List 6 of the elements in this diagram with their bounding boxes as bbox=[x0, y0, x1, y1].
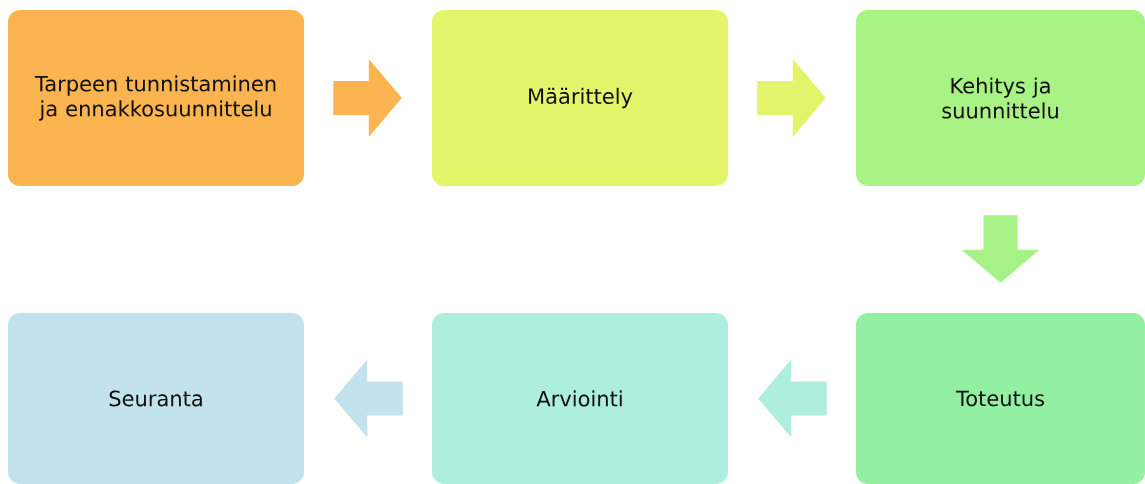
process-box: Toteutus bbox=[856, 313, 1145, 484]
process-box: Määrittely bbox=[432, 10, 728, 186]
process-box: Tarpeen tunnistaminen ja ennakkosuunnittelu bbox=[8, 10, 304, 186]
process-box: Kehitys ja suunnittelu bbox=[856, 10, 1145, 186]
process-box: Seuranta bbox=[8, 313, 304, 484]
process-box: Arviointi bbox=[432, 313, 728, 484]
